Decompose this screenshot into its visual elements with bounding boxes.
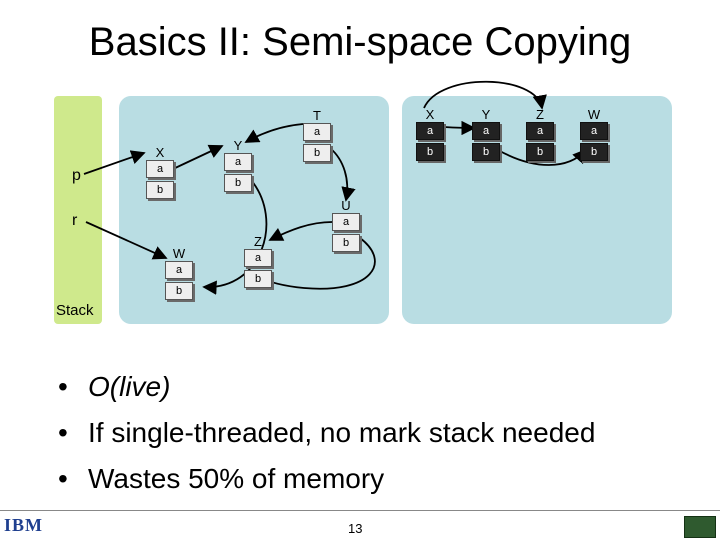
bullet-item: •Wastes 50% of memory [58,463,385,494]
from-object-y: Y a b [224,139,252,195]
arrow-x-to-y [172,144,224,170]
object-name: Z [254,234,262,249]
page-number: 13 [348,521,363,536]
bullet-item: •If single-threaded, no mark stack neede… [58,417,596,448]
arrow-u-to-w [268,221,333,241]
bullet-text: O(live) [88,371,171,402]
field-a: a [580,122,608,140]
root-p: p [72,167,81,184]
field-b: b [526,143,554,161]
field-a: a [224,153,252,171]
object-name: X [425,107,435,122]
from-object-w: W a b [165,247,193,303]
footer-divider [0,510,720,511]
stack-region [54,96,102,324]
arrow-t-to-u [329,147,356,202]
ibm-logo: IBM [4,515,43,536]
object-name: T [313,108,321,123]
field-a: a [416,122,444,140]
field-b: b [165,282,193,300]
to-object-w: W a b [580,108,608,164]
field-a: a [146,160,174,178]
field-b: b [332,234,360,252]
to-object-x: X a b [416,108,444,164]
object-name: Y [481,107,491,122]
field-b: b [580,143,608,161]
field-a: a [472,122,500,140]
object-name: W [172,246,186,261]
from-object-u: U a b [332,199,360,255]
arrow-p-to-x [83,150,146,175]
field-a: a [165,261,193,279]
bullet-item: •O(live) [58,371,171,402]
field-a: a [303,123,331,141]
field-b: b [146,181,174,199]
field-a: a [332,213,360,231]
from-object-z: Z a b [244,235,272,291]
bullet-list: •O(live) •If single-threaded, no mark st… [58,364,595,502]
arrow-r-to-w [85,221,168,260]
field-b: b [303,144,331,162]
object-name: W [587,107,601,122]
object-name: Z [536,107,544,122]
corner-logo-icon [684,516,716,538]
field-b: b [472,143,500,161]
from-object-t: T a b [303,109,331,165]
root-r: r [72,212,78,229]
arrow-to-y-to-w [497,148,588,166]
bullet-text: If single-threaded, no mark stack needed [88,417,596,448]
object-name: X [155,145,165,160]
field-a: a [244,249,272,267]
object-name: Y [233,138,243,153]
field-b: b [224,174,252,192]
arrow-t-to-y [244,123,304,143]
slide-title: Basics II: Semi-space Copying [88,20,632,64]
object-name: U [341,198,351,213]
from-object-x: X a b [146,146,174,202]
arrow-to-x-to-z [423,80,547,110]
to-object-y: Y a b [472,108,500,164]
stack-label: Stack [56,302,94,319]
arrow-to-x-to-y [443,120,476,136]
field-b: b [244,270,272,288]
field-a: a [526,122,554,140]
to-object-z: Z a b [526,108,554,164]
bullet-text: Wastes 50% of memory [88,463,385,494]
field-b: b [416,143,444,161]
